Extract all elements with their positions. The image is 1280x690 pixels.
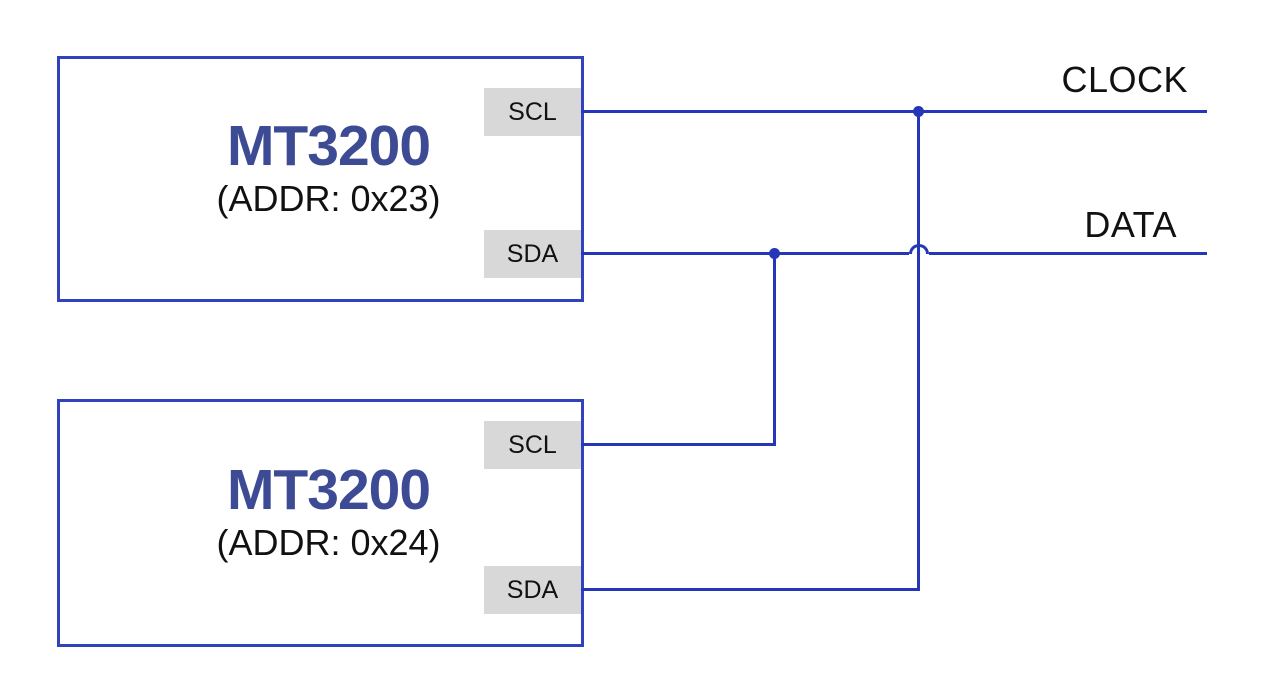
device-address-label: (ADDR: 0x24) xyxy=(216,522,441,564)
pin-label: SCL xyxy=(508,97,557,126)
pin-sda-device2: SDA xyxy=(484,566,581,614)
device-name-label: MT3200 xyxy=(226,457,431,522)
device-text-block: MT3200 (ADDR: 0x24) xyxy=(216,457,441,566)
device-address-label: (ADDR: 0x23) xyxy=(216,178,441,220)
device-text-block: MT3200 (ADDR: 0x23) xyxy=(216,113,441,222)
junction-dot-data xyxy=(769,248,780,259)
pin-scl-device2: SCL xyxy=(484,421,581,469)
pin-sda-device1: SDA xyxy=(484,230,581,278)
device-name-label: MT3200 xyxy=(226,113,431,178)
junction-dot-clock xyxy=(913,106,924,117)
data-bus-line-left xyxy=(581,252,909,255)
wire-hop-arc xyxy=(909,244,929,254)
clock-bus-label: CLOCK xyxy=(1061,59,1188,100)
sda-branch-wire-device2 xyxy=(581,588,920,591)
pin-label: SCL xyxy=(508,430,557,459)
pin-scl-device1: SCL xyxy=(484,88,581,136)
data-bus-label: DATA xyxy=(1084,204,1177,245)
clock-branch-vertical xyxy=(917,110,920,591)
data-branch-vertical xyxy=(773,252,776,446)
pin-label: SDA xyxy=(506,239,559,268)
pin-label: SDA xyxy=(506,575,559,604)
data-bus-line-right xyxy=(929,252,1207,255)
clock-bus-line xyxy=(581,110,1207,113)
scl-branch-wire-device2 xyxy=(581,443,776,446)
